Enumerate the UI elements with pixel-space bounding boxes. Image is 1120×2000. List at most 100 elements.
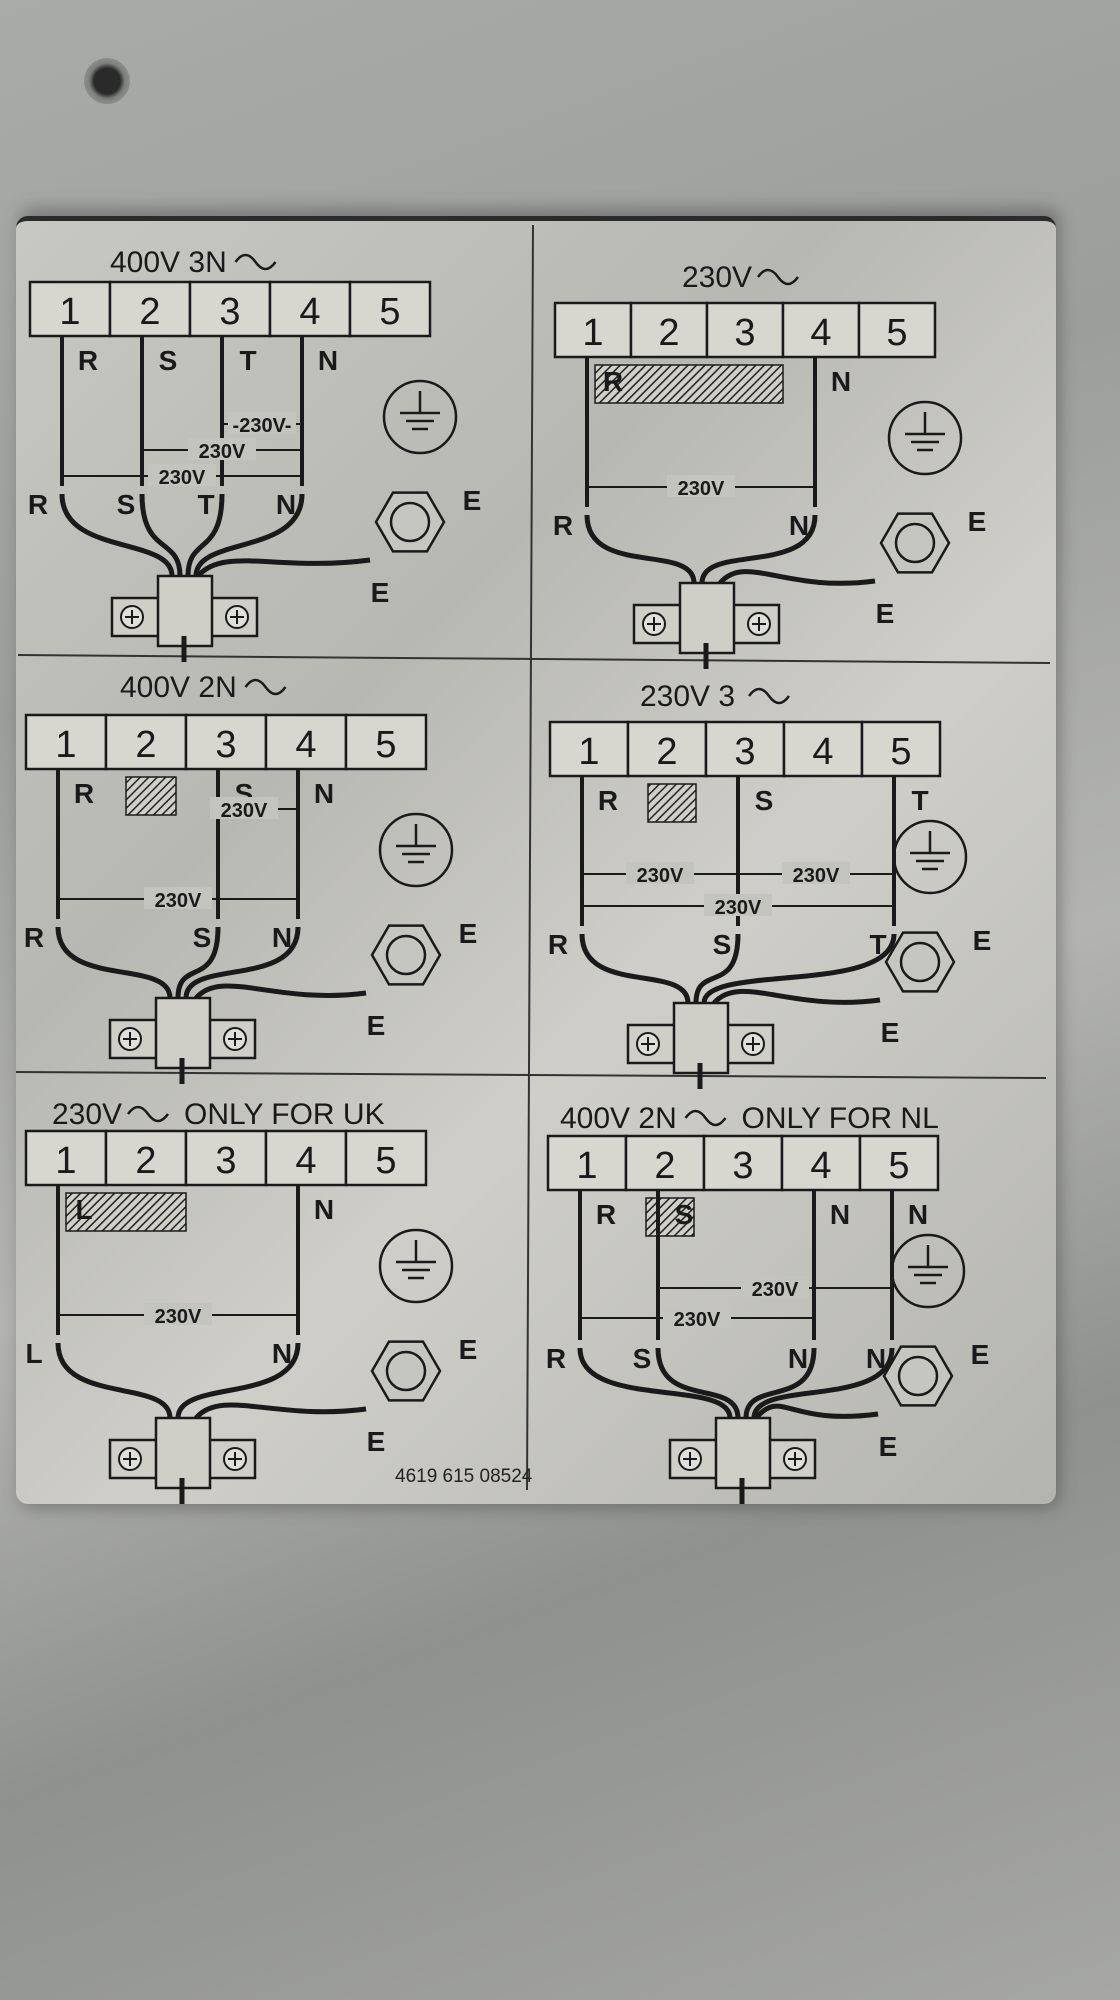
terminal-cell xyxy=(780,1134,862,1192)
panel-title: 400V 2N xyxy=(120,671,237,704)
terminal-number: 2 xyxy=(135,724,156,766)
terminal-number: 1 xyxy=(576,1145,597,1187)
voltage-label: 230V xyxy=(637,865,684,887)
wire-label-bottom: N xyxy=(789,510,809,541)
voltage-label-bg xyxy=(188,438,256,460)
wire-label-top: N xyxy=(908,1199,928,1230)
voltage-label-bg xyxy=(148,464,216,486)
wire-label-top: R xyxy=(78,345,98,376)
ac-tilde-icon xyxy=(684,1109,727,1127)
wire-label-top: N xyxy=(318,345,338,376)
earth-ground-icon xyxy=(887,400,963,476)
cable-clamp-icon xyxy=(626,1001,775,1089)
panel-divider-vertical xyxy=(526,224,534,1491)
bridge-hatch xyxy=(594,364,784,404)
voltage-label-bg xyxy=(741,1276,809,1298)
terminal-number: 2 xyxy=(656,731,677,773)
hex-nut-icon xyxy=(370,924,442,986)
terminal-number: 1 xyxy=(55,1140,76,1182)
earth-ground-icon xyxy=(890,1233,966,1309)
hex-nut-icon xyxy=(882,1345,954,1407)
cable-conductor xyxy=(55,926,173,999)
wire-label-bottom: N xyxy=(272,1338,292,1369)
terminal-number: 5 xyxy=(375,724,396,766)
cable-conductor xyxy=(579,933,691,1004)
terminal-cell xyxy=(781,301,861,359)
cable-clamp-icon xyxy=(108,996,257,1084)
panel-title: 230V 3 xyxy=(640,680,735,713)
voltage-label-bg xyxy=(704,894,772,916)
earth-wire-label: E xyxy=(876,598,895,629)
wire-label-top: N xyxy=(314,778,334,809)
terminal-number: 5 xyxy=(890,731,911,773)
wire-label-top: T xyxy=(911,785,928,816)
wire-label-bottom: R xyxy=(553,510,573,541)
cable-conductor xyxy=(193,493,305,577)
part-number: 4619 615 08524 xyxy=(395,1466,533,1487)
earth-wire xyxy=(196,557,371,578)
ac-tilde-icon xyxy=(234,253,277,271)
earth-label: E xyxy=(463,485,482,516)
terminal-number: 3 xyxy=(732,1145,753,1187)
voltage-label: 230V xyxy=(678,478,725,500)
wire-label-top: S xyxy=(675,1199,694,1230)
earth-label: E xyxy=(968,506,987,537)
terminal-number: 5 xyxy=(375,1140,396,1182)
terminal-cell xyxy=(782,720,864,778)
earth-wire-label: E xyxy=(367,1010,386,1041)
cable-conductor xyxy=(139,493,183,577)
wire-label-bottom: N xyxy=(272,922,292,953)
terminal-number: 1 xyxy=(59,291,80,333)
panel-title-suffix: ONLY FOR NL xyxy=(742,1102,939,1135)
cable-conductor xyxy=(59,493,175,577)
terminal-cell xyxy=(344,713,428,771)
earth-wire xyxy=(194,1402,367,1420)
wire-label-bottom: S xyxy=(193,922,212,953)
wire-label-top: N xyxy=(314,1194,334,1225)
wire-label-bottom: R xyxy=(548,929,568,960)
wire-label-bottom: R xyxy=(28,489,48,520)
terminal-number: 5 xyxy=(379,291,400,333)
earth-wire-label: E xyxy=(879,1431,898,1462)
wire-label-top: S xyxy=(755,785,774,816)
earth-label: E xyxy=(971,1339,990,1370)
earth-wire xyxy=(754,1403,879,1420)
terminal-cell xyxy=(858,1134,940,1192)
ac-tilde-icon xyxy=(756,268,800,286)
terminal-cell xyxy=(548,720,630,778)
voltage-label-bg xyxy=(144,1303,212,1325)
hex-nut-icon xyxy=(370,1340,442,1402)
mounting-hole xyxy=(84,58,130,104)
panel-divider-row1 xyxy=(17,654,1051,664)
voltage-label: 230V xyxy=(752,1279,799,1301)
terminal-number: 5 xyxy=(886,312,907,354)
panel-title: 230V xyxy=(52,1098,122,1131)
panel-title: 400V 3N xyxy=(110,246,227,279)
terminal-number: 3 xyxy=(734,731,755,773)
voltage-label: 230V xyxy=(715,897,762,919)
wire-label-top: R xyxy=(603,366,623,397)
voltage-label: 230V xyxy=(155,890,202,912)
earth-label: E xyxy=(459,1334,478,1365)
voltage-label: 230V xyxy=(199,441,246,463)
hex-nut-icon xyxy=(374,491,446,553)
earth-label: E xyxy=(973,925,992,956)
terminal-cell xyxy=(624,1134,706,1192)
panel-divider-row2 xyxy=(15,1071,1047,1079)
bridge-hatch xyxy=(125,776,177,816)
terminal-cell xyxy=(860,720,942,778)
terminal-cell xyxy=(704,720,786,778)
terminal-number: 4 xyxy=(295,1140,316,1182)
wire-label-top: L xyxy=(75,1194,92,1225)
earth-wire-label: E xyxy=(367,1426,386,1457)
wire-label-top: N xyxy=(831,366,851,397)
cable-clamp-icon xyxy=(668,1416,817,1504)
terminal-number: 3 xyxy=(734,312,755,354)
wire-label-bottom: S xyxy=(633,1343,652,1374)
voltage-label: 230V xyxy=(793,865,840,887)
wire-label-bottom: L xyxy=(25,1338,42,1369)
voltage-label: -230V- xyxy=(233,415,292,437)
